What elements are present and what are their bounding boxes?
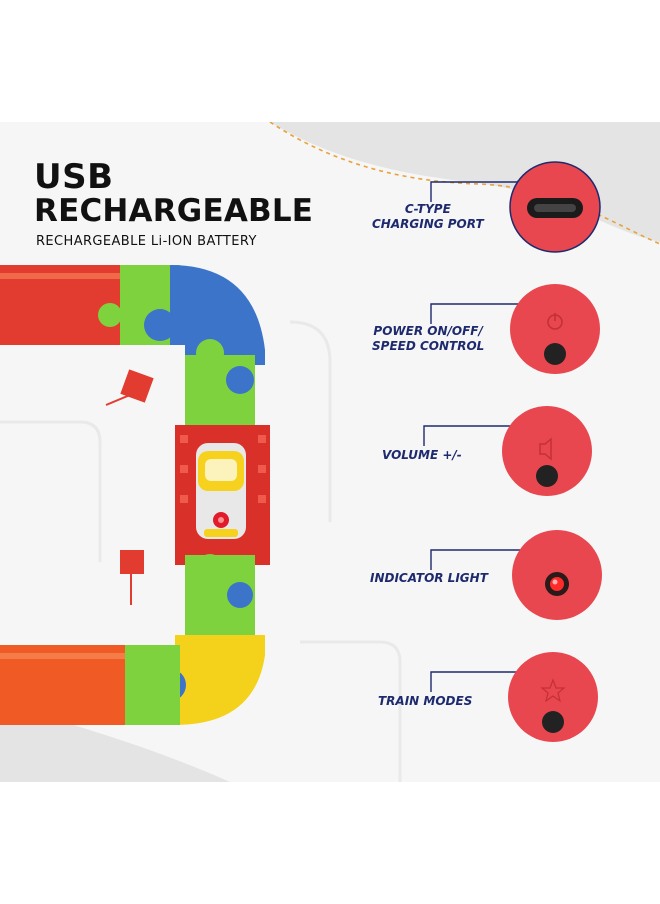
- headline-usb: USB: [34, 157, 114, 197]
- label-charging-port: C-TYPE CHARGING PORT: [372, 202, 484, 231]
- label-power-control: POWER ON/OFF/ SPEED CONTROL: [372, 324, 485, 353]
- label-indicator-light: INDICATOR LIGHT: [370, 571, 488, 585]
- label-volume: VOLUME +/-: [382, 448, 462, 462]
- grey-wave-top: [270, 122, 660, 242]
- led-icon: [512, 530, 602, 620]
- speaker-icon: [502, 406, 592, 496]
- star-icon: [508, 652, 598, 742]
- track-signal-lower: [120, 550, 144, 605]
- track-green-bottom: [120, 645, 180, 725]
- train-track-illustration: [0, 265, 270, 725]
- track-blue-curve: [170, 265, 265, 365]
- label-train-modes: TRAIN MODES: [378, 694, 473, 708]
- usb-c-port-icon: [509, 161, 601, 253]
- dashed-curve: [269, 122, 660, 245]
- power-icon: [510, 284, 600, 374]
- track-signal-upper: [105, 369, 154, 406]
- headline-subtitle: RECHARGEABLE Li-ION BATTERY: [36, 234, 257, 249]
- track-yellow-curve: [175, 635, 265, 725]
- train-car: [196, 443, 246, 539]
- headline-rechargeable: RECHARGEABLE: [34, 193, 314, 229]
